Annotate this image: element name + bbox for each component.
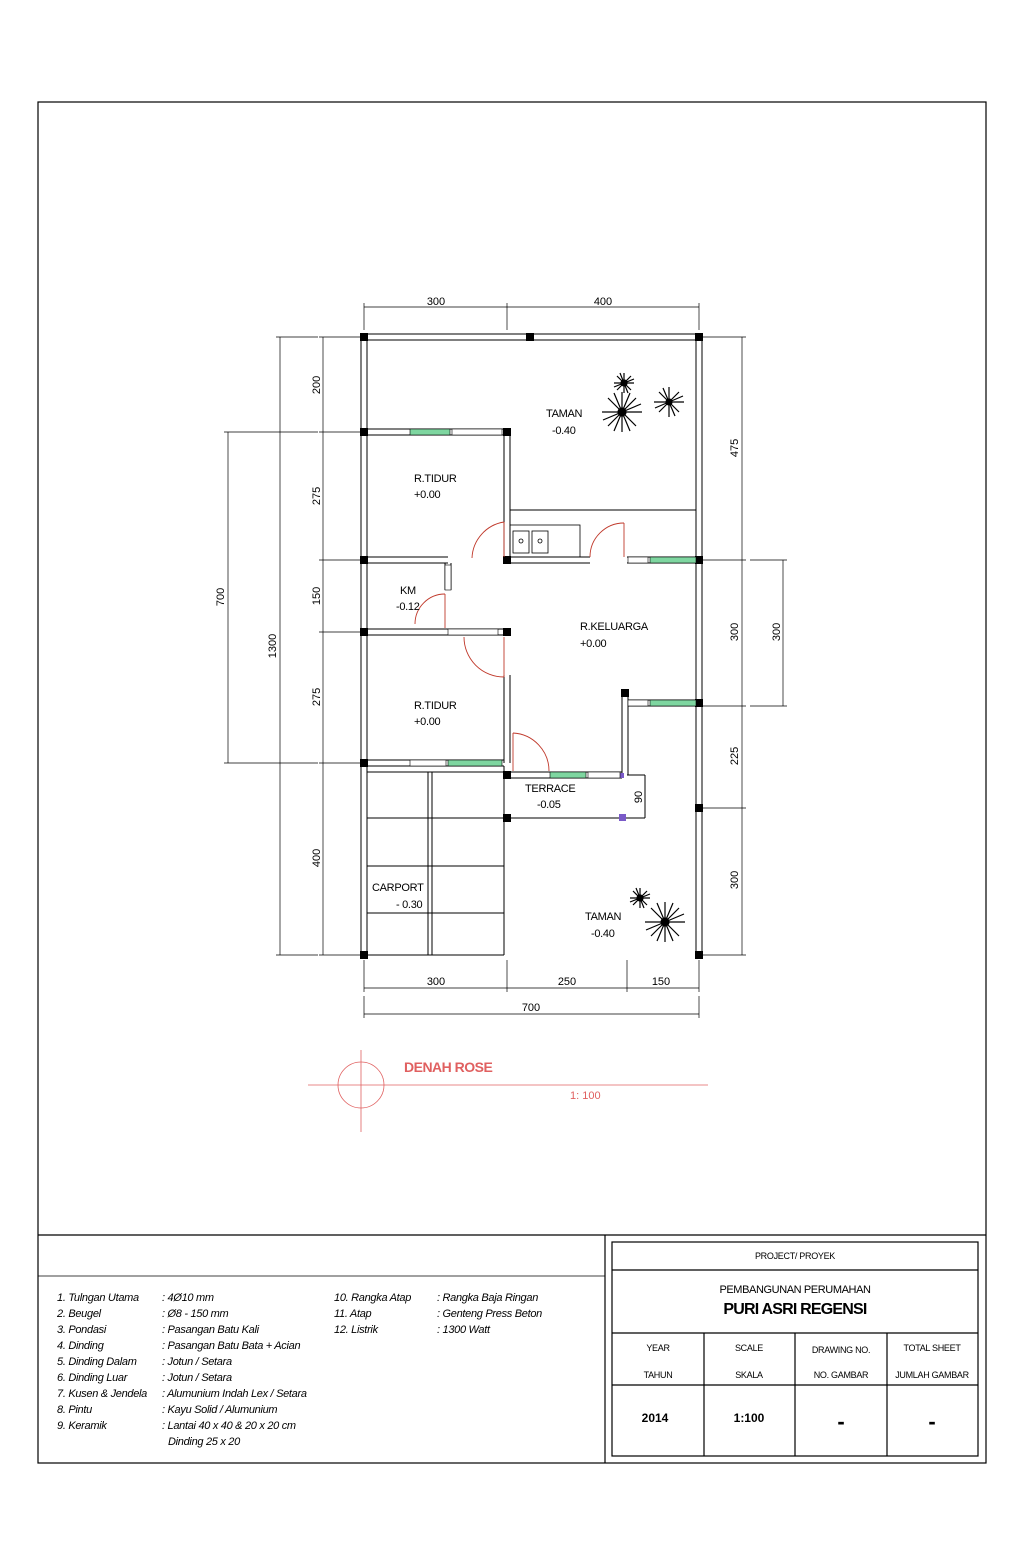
header-no-gambar: NO. GAMBAR (814, 1370, 869, 1380)
carport-paving (367, 771, 505, 956)
spec-label: 3. Pondasi (57, 1324, 107, 1336)
right-dimension-lines (703, 336, 787, 956)
project-subtitle: PEMBANGUNAN PERUMAHAN (719, 1284, 871, 1296)
room-level-keluarga: +0.00 (580, 638, 607, 650)
room-name-tidur-2: R.TIDUR (414, 700, 457, 712)
spec-value: : Ø8 - 150 mm (162, 1308, 229, 1320)
room-name-taman-bottom: TAMAN (585, 911, 622, 923)
spec-label: 1. Tulngan Utama (57, 1292, 139, 1304)
room-level-carport: - 0.30 (396, 899, 423, 911)
spec-label: 11. Atap (334, 1308, 372, 1320)
bottom-dimension-line (363, 960, 700, 1018)
title-block (611, 1241, 979, 1457)
spec-label: 7. Kusen & Jendela (57, 1388, 147, 1400)
spec-value: : Pasangan Batu Bata + Acian (162, 1340, 300, 1352)
spec-list-2: 10. Rangka Atap : Rangka Baja Ringan 11. A… (334, 1292, 542, 1336)
spec-label: 8. Pintu (57, 1404, 92, 1416)
room-name-taman-top: TAMAN (546, 408, 583, 420)
spec-value: : Jotun / Setara (162, 1356, 232, 1368)
terrace-post (619, 773, 624, 778)
header-skala: SKALA (735, 1370, 763, 1380)
value-drawing-no: - (837, 1409, 844, 1434)
spec-value: : Pasangan Batu Kali (162, 1324, 260, 1336)
walls (360, 333, 703, 955)
door-swings (414, 521, 625, 772)
dim-right-outer: 300 (771, 623, 783, 641)
spec-label: 2. Beugel (56, 1308, 102, 1320)
spec-value: : Rangka Baja Ringan (437, 1292, 538, 1304)
dim-left-3: 150 (311, 587, 323, 605)
spec-value: Dinding 25 x 20 (168, 1436, 241, 1448)
dim-total-width: 700 (522, 1002, 540, 1014)
spec-label: 6. Dinding Luar (57, 1372, 129, 1384)
project-name: PURI ASRI REGENSI (723, 1301, 867, 1318)
terrace-post (619, 814, 626, 821)
dim-right-3: 225 (729, 747, 741, 765)
spec-label: 4. Dinding (57, 1340, 105, 1352)
project-label: PROJECT/ PROYEK (755, 1251, 835, 1261)
header-scale: SCALE (735, 1343, 763, 1353)
windows (409, 428, 697, 779)
room-name-carport: CARPORT (372, 882, 424, 894)
value-year: 2014 (642, 1411, 669, 1425)
room-level-tidur-2: +0.00 (414, 716, 441, 728)
sheet-frame (37, 101, 987, 1464)
floor-plan: 300 400 300 250 150 700 (215, 296, 787, 1018)
kitchen-counter (509, 524, 581, 558)
spec-value: : Lantai 40 x 40 & 20 x 20 cm (162, 1420, 296, 1432)
dim-right-4: 300 (729, 871, 741, 889)
room-level-km: -0.12 (396, 601, 420, 613)
caption-scale: 1: 100 (570, 1090, 601, 1102)
spec-label: 5. Dinding Dalam (57, 1356, 137, 1368)
spec-label: 10. Rangka Atap (334, 1292, 411, 1304)
header-drawing-no: DRAWING NO. (812, 1345, 870, 1355)
dim-right-1: 475 (729, 439, 741, 457)
spec-label: 12. Listrik (334, 1324, 379, 1336)
dim-bottom-1: 300 (427, 976, 445, 988)
dim-terrace-depth: 90 (633, 791, 645, 803)
value-scale: 1:100 (734, 1411, 765, 1425)
room-name-tidur-1: R.TIDUR (414, 473, 457, 485)
dim-bottom-3: 150 (652, 976, 670, 988)
dim-top-2: 400 (594, 296, 612, 308)
spec-value: : Kayu Solid / Alumunium (162, 1404, 277, 1416)
header-year: YEAR (646, 1343, 670, 1353)
dim-left-5: 400 (311, 849, 323, 867)
dim-left-total: 1300 (267, 634, 279, 658)
spec-value: : 1300 Watt (437, 1324, 491, 1336)
spec-list: 1. Tulngan Utama : 4Ø10 mm 2. Beugel : Ø8 -… (56, 1292, 307, 1448)
room-name-km: KM (400, 585, 416, 597)
room-level-terrace: -0.05 (537, 799, 561, 811)
room-level-taman-bottom: -0.40 (591, 928, 615, 940)
spec-value: : Genteng Press Beton (437, 1308, 542, 1320)
header-jumlah-gambar: JUMLAH GAMBAR (895, 1370, 969, 1380)
caption-title: DENAH ROSE (404, 1059, 493, 1075)
value-total-sheet: - (928, 1409, 935, 1434)
dim-left-2: 275 (311, 487, 323, 505)
plant-icon (602, 372, 685, 942)
room-name-terrace: TERRACE (525, 783, 575, 795)
spec-value: : Alumunium Indah Lex / Setara (162, 1388, 307, 1400)
spec-label: 9. Keramik (57, 1420, 107, 1432)
header-tahun: TAHUN (644, 1370, 673, 1380)
dim-right-2: 300 (729, 623, 741, 641)
dim-left-inner-total: 700 (215, 588, 227, 606)
left-dimension-lines (224, 336, 360, 956)
dim-left-1: 200 (311, 376, 323, 394)
dim-top-1: 300 (427, 296, 445, 308)
dim-left-4: 275 (311, 688, 323, 706)
dim-bottom-2: 250 (558, 976, 576, 988)
drawing-caption (308, 1050, 708, 1132)
room-level-taman-top: -0.40 (552, 425, 576, 437)
top-dimension-line (363, 303, 700, 330)
room-level-tidur-1: +0.00 (414, 489, 441, 501)
spec-value: : 4Ø10 mm (162, 1292, 214, 1304)
room-name-keluarga: R.KELUARGA (580, 621, 649, 633)
spec-value: : Jotun / Setara (162, 1372, 232, 1384)
columns (360, 333, 703, 959)
header-total-sheet: TOTAL SHEET (903, 1343, 961, 1353)
